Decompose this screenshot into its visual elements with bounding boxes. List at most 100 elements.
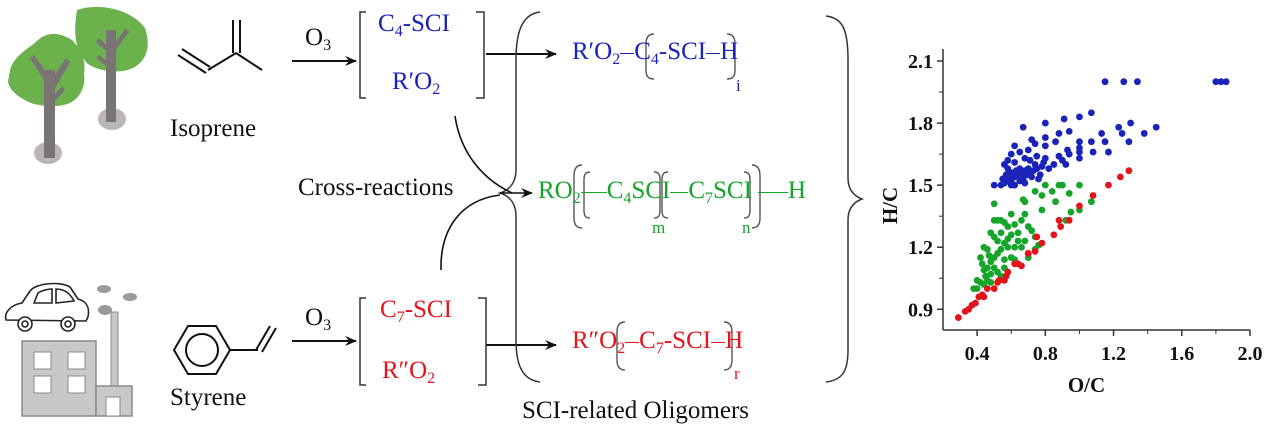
data-point-series-1 — [1065, 127, 1073, 135]
bracket-isoprene-left — [359, 11, 366, 99]
data-point-series-3 — [1089, 192, 1097, 199]
cross-inner-bracket-right2 — [743, 171, 751, 219]
data-point-series-2 — [1014, 229, 1022, 237]
data-point-series-1 — [1007, 173, 1015, 181]
text: C — [688, 177, 706, 204]
data-point-series-3 — [1033, 233, 1041, 241]
data-point-series-2 — [983, 264, 991, 272]
data-point-series-1 — [1212, 78, 1220, 86]
styrene-structure — [168, 308, 278, 378]
text: R″O — [572, 327, 618, 354]
data-point-series-1 — [1041, 119, 1049, 127]
cross-reaction-curve-upper — [454, 115, 513, 194]
data-point-series-1 — [1016, 148, 1024, 156]
data-point-series-2 — [1007, 231, 1015, 239]
data-point-series-3 — [980, 293, 988, 301]
data-point-series-2 — [987, 279, 995, 286]
data-point-series-3 — [1105, 181, 1112, 189]
c4-sci-label: C4-SCI — [378, 10, 450, 40]
bond — [711, 341, 726, 343]
data-point-series-1 — [1115, 123, 1123, 131]
isoprene-label: Isoprene — [170, 115, 257, 142]
data-point-series-1 — [1052, 138, 1059, 146]
data-point-series-1 — [1031, 140, 1039, 148]
data-point-series-1 — [1021, 179, 1029, 187]
data-point-series-1 — [1041, 134, 1049, 141]
text: C — [378, 10, 395, 37]
data-point-series-3 — [972, 299, 979, 307]
data-point-series-2 — [1018, 216, 1025, 224]
data-point-series-1 — [1011, 158, 1019, 166]
text: -SCI — [658, 38, 707, 65]
data-point-series-3 — [954, 314, 962, 321]
bond — [757, 191, 788, 193]
data-point-series-2 — [1031, 187, 1039, 195]
bond — [620, 52, 635, 54]
data-point-series-2 — [1076, 181, 1083, 189]
r-prime-o2-label: R′O2 — [392, 68, 440, 98]
data-point-series-2 — [997, 229, 1005, 237]
styrene-oligomer-bracket-right — [723, 321, 733, 371]
data-point-series-1 — [1217, 78, 1225, 86]
data-point-series-1 — [1087, 109, 1095, 117]
data-point-series-1 — [1120, 78, 1128, 86]
data-point-series-3 — [983, 285, 991, 293]
y-tick-label: 0.9 — [908, 299, 933, 321]
data-point-series-1 — [1035, 175, 1042, 183]
isoprene-structure — [170, 15, 270, 80]
data-point-series-2 — [973, 285, 981, 293]
text: -SCI — [402, 10, 450, 37]
data-point-series-1 — [1060, 115, 1068, 123]
cross-reaction-curve-lower — [440, 194, 501, 271]
x-tick-label: 1.2 — [1101, 343, 1126, 365]
text: -SCI — [404, 296, 452, 323]
styrene-label: Styrene — [170, 384, 247, 411]
text: H — [787, 177, 806, 204]
data-point-series-3 — [1038, 239, 1046, 247]
oxidant-label-isoprene: O3 — [305, 24, 332, 54]
isoprene-oligomer-bracket-right — [726, 33, 736, 80]
data-point-series-2 — [977, 254, 984, 261]
data-point-series-3 — [1055, 216, 1063, 224]
y-tick-label: 2.1 — [908, 51, 933, 73]
text: C — [380, 296, 397, 323]
text: C — [634, 38, 651, 65]
data-point-series-2 — [997, 245, 1005, 253]
data-point-series-1 — [1007, 150, 1015, 158]
subscript: 7 — [705, 190, 714, 207]
data-point-series-1 — [1026, 156, 1034, 164]
data-point-series-1 — [1045, 165, 1053, 173]
car-factory-icon — [0, 275, 140, 436]
text: SCI — [631, 177, 671, 204]
data-point-series-2 — [1004, 243, 1012, 251]
oxidant-main: O — [305, 304, 324, 331]
data-point-series-2 — [1004, 223, 1012, 230]
cross-outer-bracket-right — [751, 164, 761, 229]
index-m: m — [652, 218, 666, 237]
data-point-series-1 — [1016, 177, 1024, 185]
data-point-series-2 — [1058, 181, 1066, 189]
cross-outer-bracket-left — [573, 164, 583, 229]
text: R″O — [382, 357, 428, 384]
subscript: 2 — [572, 190, 581, 207]
subscript: 2 — [427, 370, 436, 387]
y-tick-label: 1.2 — [908, 237, 933, 259]
data-point-series-1 — [1011, 142, 1019, 150]
data-point-series-1 — [1076, 148, 1083, 156]
data-point-series-2 — [985, 252, 993, 259]
bracket-isoprene-right — [476, 11, 485, 99]
cross-inner-bracket-left2 — [661, 171, 669, 219]
subscript: 2 — [617, 340, 626, 357]
oxidant-sub: 3 — [323, 37, 332, 54]
data-point-series-2 — [1052, 198, 1059, 206]
data-point-series-1 — [1089, 148, 1097, 156]
data-point-series-1 — [1140, 130, 1148, 137]
data-point-series-1 — [1065, 150, 1073, 158]
data-point-series-3 — [1057, 223, 1065, 230]
trees-icon — [0, 0, 150, 170]
data-point-series-1 — [1098, 130, 1106, 137]
text: C — [606, 177, 624, 204]
data-point-series-3 — [1004, 268, 1012, 276]
cross-inner-bracket-left — [583, 171, 591, 219]
